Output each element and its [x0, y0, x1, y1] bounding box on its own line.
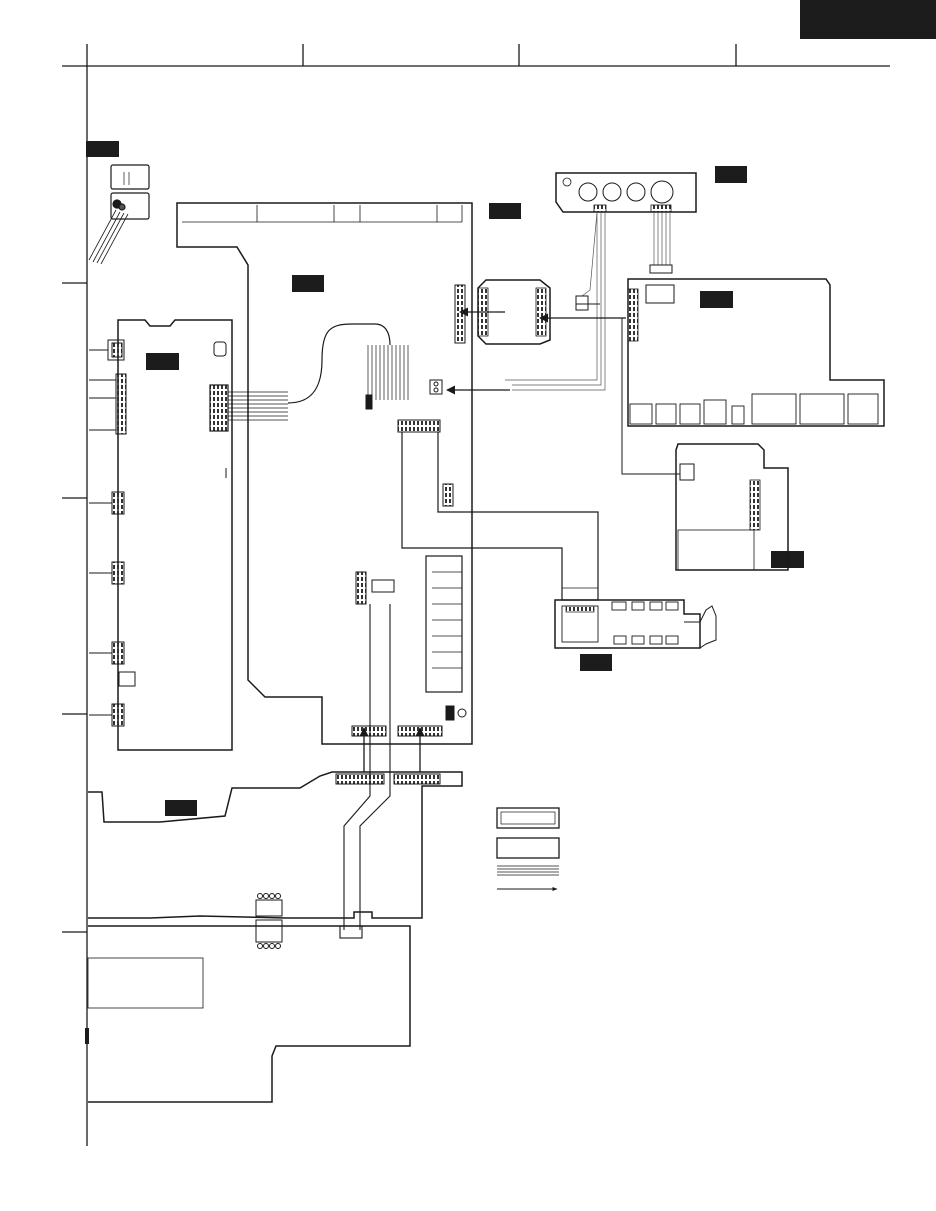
top-right-harness	[505, 211, 673, 391]
right-main-board	[627, 278, 885, 427]
main-board	[176, 202, 473, 745]
edge-marker	[85, 1028, 89, 1044]
board-tags	[86, 141, 804, 816]
legend-wire-harness-symbol	[497, 865, 559, 876]
legend	[496, 807, 560, 891]
legend-ffc-cable-symbol	[496, 807, 560, 829]
right-wire	[621, 318, 680, 475]
left-io-board	[117, 319, 233, 751]
top-right-board	[555, 172, 697, 213]
left-harness	[209, 323, 409, 432]
front-panel-board	[88, 771, 463, 919]
right-lower-board	[675, 443, 789, 571]
board-tag	[165, 800, 197, 816]
board-tag	[700, 291, 733, 308]
legend-board-symbol	[496, 837, 560, 859]
sensor-module	[88, 164, 150, 265]
signal-arrows	[359, 296, 626, 772]
board-tag	[292, 275, 324, 292]
board-tag	[580, 654, 612, 671]
bottom-board	[87, 919, 411, 1103]
header-tab	[800, 0, 936, 39]
board-tag	[146, 353, 179, 370]
grid-frame	[62, 44, 890, 1146]
left-board-connectors	[89, 339, 136, 727]
front-flex-cables	[339, 604, 391, 939]
flex-cable-main	[401, 432, 599, 601]
drive-module	[554, 599, 717, 649]
board-tag	[715, 166, 747, 183]
board-tag	[489, 203, 521, 219]
board-tag	[86, 141, 119, 157]
front-panel-connectors	[255, 773, 441, 917]
main-board-connectors	[351, 284, 467, 737]
